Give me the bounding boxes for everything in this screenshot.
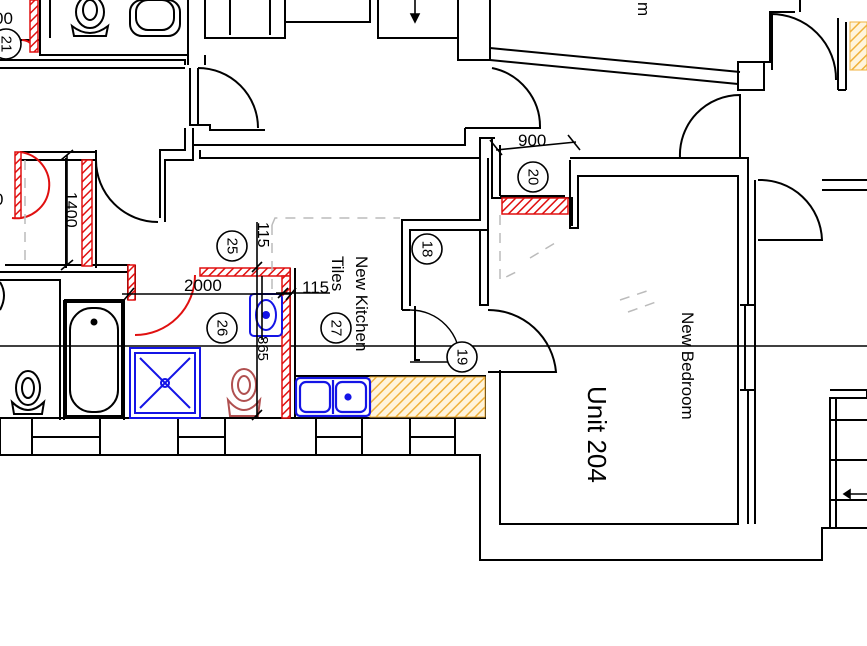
partial-room-label: m [634, 2, 653, 16]
tag-19: 19 [446, 341, 478, 373]
tag-27-label: 27 [328, 320, 345, 337]
kitchen-sink [294, 376, 372, 418]
dimension-00-left: 00 [0, 9, 13, 28]
guide-lines [24, 160, 657, 313]
dimension-115-vertical: 115 [254, 222, 271, 248]
dimension-2000: 2000 [184, 276, 222, 295]
tag-25: 25 [216, 230, 248, 262]
tag-21-label: 21 [0, 36, 15, 53]
arrow-marker [409, 0, 421, 24]
new-door-swings [11, 39, 196, 336]
bath [65, 301, 123, 417]
worktop-area [369, 21, 867, 418]
shower-tray [129, 347, 201, 419]
room-label-new-bedroom: New Bedroom [678, 312, 697, 420]
tag-20: 20 [517, 161, 549, 193]
tag-26: 26 [206, 312, 238, 344]
finish-label-tiles: Tiles [328, 256, 347, 291]
tag-18-label: 18 [419, 241, 436, 258]
dimension-0-left: 0 [0, 190, 3, 209]
tag-26-label: 26 [214, 320, 231, 337]
tag-25-label: 25 [224, 238, 241, 255]
wc-top [70, 0, 181, 37]
new-walls [14, 0, 569, 419]
dimension-lines [60, 134, 581, 421]
tag-20-label: 20 [525, 169, 542, 186]
room-label-new-kitchen: New Kitchen [352, 256, 371, 351]
dimension-865: 865 [254, 336, 271, 361]
dimension-900: 900 [518, 131, 546, 150]
wc-left [10, 370, 46, 415]
washbasin [249, 293, 283, 337]
tag-27: 27 [320, 312, 352, 344]
dimension-1400: 1400 [62, 192, 79, 228]
partial-fixture-left [0, 281, 5, 311]
tag-19-label: 19 [454, 349, 471, 366]
door-swings [95, 12, 838, 373]
arrow-marker-right [842, 488, 867, 500]
unit-label: Unit 204 [582, 386, 612, 483]
existing-wc [226, 368, 262, 417]
dimension-115-horizontal: 115 [302, 278, 329, 297]
tag-21: 21 [0, 28, 22, 60]
tag-18: 18 [411, 233, 443, 265]
